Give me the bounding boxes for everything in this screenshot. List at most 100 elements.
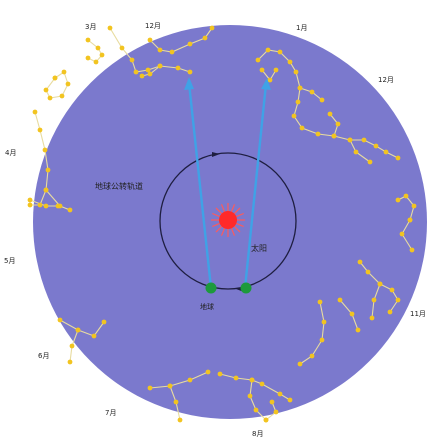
star (277, 49, 283, 55)
star (59, 93, 65, 99)
sun-ray (230, 204, 236, 212)
star (187, 69, 193, 75)
star (269, 399, 275, 405)
star (93, 59, 99, 65)
star (321, 319, 327, 325)
sun-ray (215, 225, 223, 233)
sight-arrow-right (261, 78, 271, 90)
star (75, 327, 81, 333)
sun-label: 太阳 (251, 243, 267, 253)
star (107, 25, 113, 31)
star (337, 297, 343, 303)
star (157, 63, 163, 69)
star (177, 417, 183, 423)
star (173, 399, 179, 405)
star (27, 197, 33, 203)
star (395, 297, 401, 303)
constellation-line (249, 379, 267, 421)
star (407, 217, 413, 223)
orbit-label: 地球公转轨道 (95, 181, 143, 191)
constellation-stars (27, 25, 417, 423)
sight-arrow-left (184, 77, 194, 90)
star (69, 343, 75, 349)
star (273, 67, 279, 73)
star (367, 159, 373, 165)
star (43, 87, 49, 93)
month-label-4: 4月 (5, 149, 16, 157)
star (187, 41, 193, 47)
star (411, 203, 417, 209)
star (315, 131, 321, 137)
sun-ray (212, 212, 220, 218)
star (335, 121, 341, 127)
month-label-11: 11月 (410, 310, 426, 318)
star (37, 127, 43, 133)
star (95, 45, 101, 51)
star (67, 207, 73, 213)
star (409, 247, 415, 253)
star (167, 383, 173, 389)
star (403, 193, 409, 199)
star (187, 377, 193, 383)
sun-rays (211, 203, 245, 237)
month-label-12-top: 12月 (145, 22, 161, 30)
star (85, 37, 91, 43)
star (259, 381, 265, 387)
star (377, 281, 383, 287)
star (259, 67, 265, 73)
month-label-5: 5月 (4, 257, 15, 265)
month-label-12-right: 12月 (378, 76, 394, 84)
star (353, 149, 359, 155)
star (369, 315, 375, 321)
sun-ray (230, 228, 236, 236)
star (295, 99, 301, 105)
star (287, 397, 293, 403)
earth-orbit (159, 152, 297, 290)
star (249, 377, 255, 383)
star (169, 49, 175, 55)
star (157, 47, 163, 53)
constellation-line (45, 71, 69, 99)
constellation-line (257, 49, 399, 159)
constellation-line (109, 27, 191, 73)
earth-icon-left (205, 282, 217, 294)
star (317, 299, 323, 305)
month-label-7: 7月 (105, 409, 116, 417)
star (55, 203, 61, 209)
star (85, 55, 91, 61)
star (147, 385, 153, 391)
sun-ray (212, 222, 220, 228)
sight-lines (187, 82, 268, 289)
star (175, 65, 181, 71)
constellation-line (397, 195, 415, 221)
star (299, 125, 305, 131)
star (67, 359, 73, 365)
sun-icon (219, 211, 237, 229)
star (287, 59, 293, 65)
star (309, 353, 315, 359)
star (233, 375, 239, 381)
star (99, 52, 105, 58)
sight-line-right (243, 83, 268, 289)
star (349, 311, 355, 317)
star (217, 371, 223, 377)
star (133, 69, 139, 75)
star (52, 75, 58, 81)
month-label-3: 3月 (85, 23, 96, 31)
star (61, 69, 67, 75)
star (293, 69, 299, 75)
star (255, 57, 261, 63)
star (119, 45, 125, 51)
star (37, 202, 43, 208)
star (32, 109, 38, 115)
constellation-line (149, 371, 209, 389)
star (319, 97, 325, 103)
month-label-8: 8月 (252, 430, 263, 438)
star (309, 89, 315, 95)
month-label-1: 1月 (296, 24, 307, 32)
earth-label: 地球 (200, 302, 214, 311)
star (202, 35, 208, 41)
star (387, 309, 393, 315)
star (42, 147, 48, 153)
